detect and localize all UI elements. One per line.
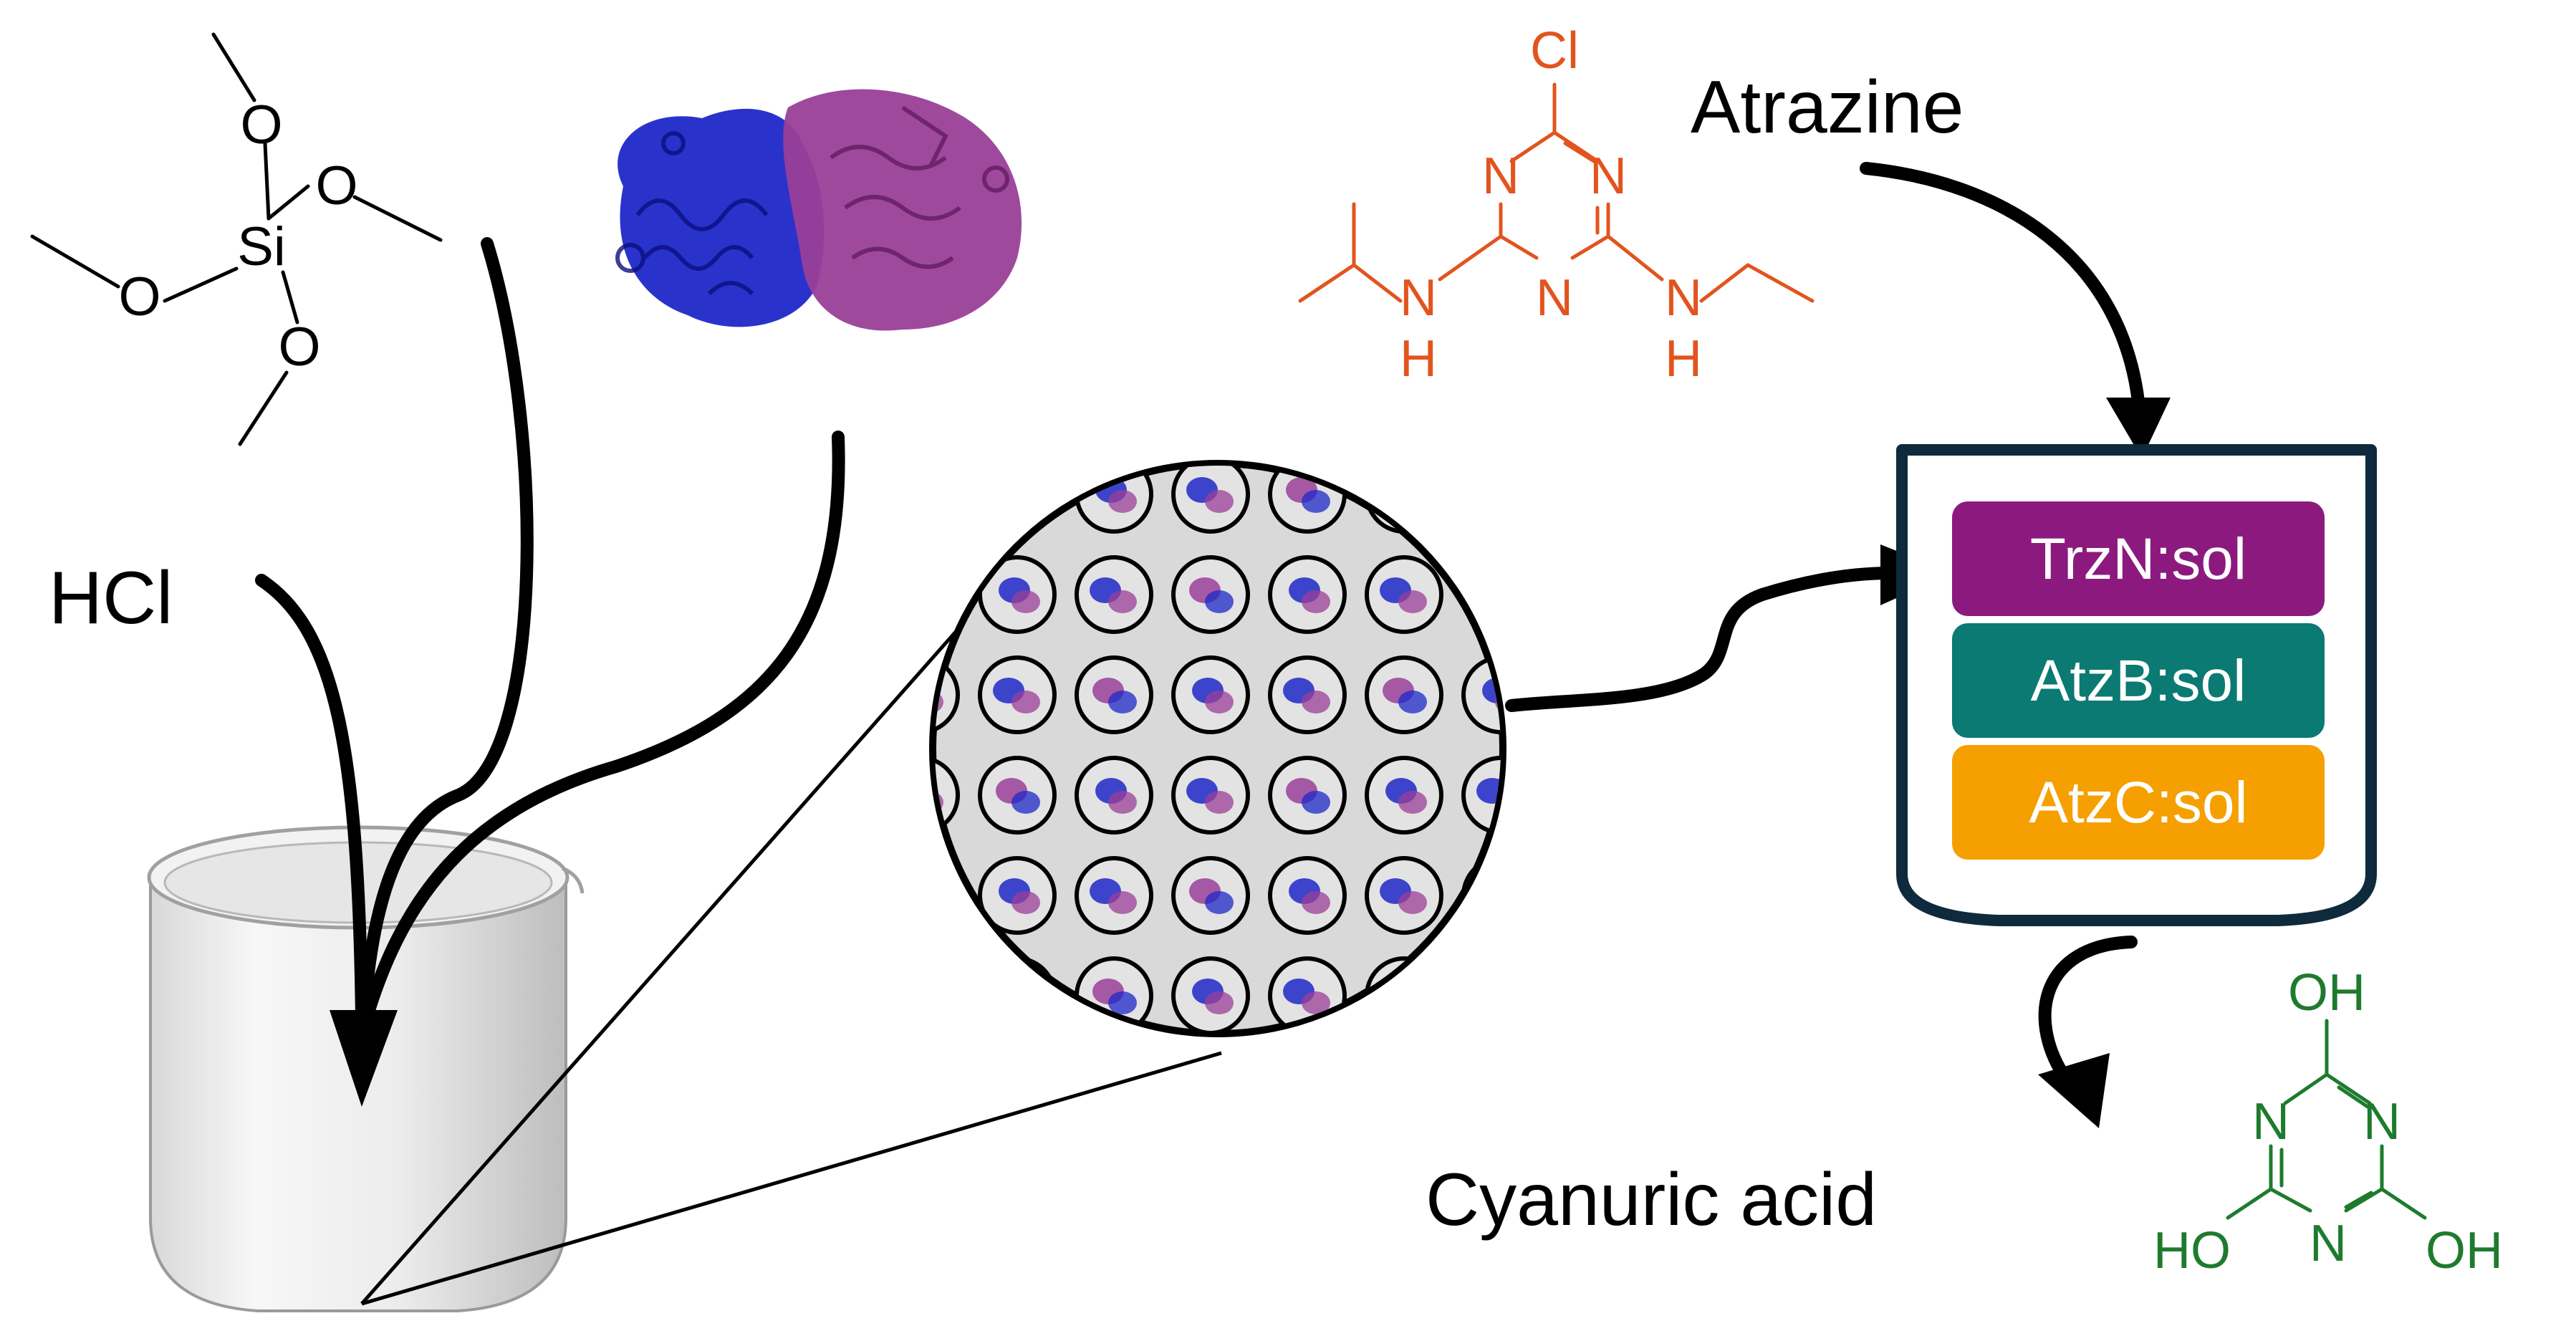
- enzyme-box-atzb: [1952, 623, 2325, 738]
- atrazine-atom-n-left: N: [1482, 148, 1519, 205]
- magnified-sol-gel: [929, 460, 1506, 1037]
- sol-gel-bead: [1268, 756, 1347, 835]
- sol-gel-bead: [978, 655, 1057, 734]
- tmos-atom-o-top: O: [240, 95, 282, 155]
- beaker-arrowhead: [330, 1010, 398, 1107]
- cyanuric-acid-molecule: [2226, 1019, 2427, 1220]
- sol-gel-bead: [1171, 466, 1250, 534]
- atrazine-atom-h-left: H: [1400, 330, 1437, 388]
- enzyme-label-atzc: AtzC:sol: [2029, 770, 2247, 835]
- sol-gel-bead: [1461, 466, 1501, 534]
- outlet-arrowhead: [2038, 1053, 2110, 1128]
- sol-gel-bead: [1171, 856, 1250, 935]
- atrazine-atoms: Cl N N N N H N H: [1400, 22, 1702, 388]
- enzyme-box-atzc: [1952, 745, 2325, 860]
- atrazine-arrow: [1860, 162, 2145, 408]
- tmos-atom-o-bottom: O: [278, 317, 320, 378]
- sol-gel-bead: [978, 756, 1057, 835]
- atrazine-label: Atrazine: [1691, 66, 1964, 149]
- cyanuric-atom-n-bottom: N: [2310, 1215, 2347, 1272]
- sol-gel-bead: [1075, 756, 1153, 835]
- tmos-atom-o-right: O: [315, 155, 357, 216]
- enzyme-label-trzn: TrzN:sol: [2030, 527, 2246, 592]
- protein-structure: [615, 89, 1022, 331]
- sol-gel-bead: [978, 956, 1057, 1032]
- cyanuric-atoms: OH N N N HO OH: [2153, 964, 2503, 1279]
- sol-gel-bead: [935, 466, 960, 534]
- sol-gel-bead: [1171, 956, 1250, 1032]
- magnifier-lines: [360, 593, 1222, 1306]
- sol-gel-bead: [978, 856, 1057, 935]
- atrazine-arrowhead: [2106, 398, 2171, 458]
- cyanuric-atom-oh-top: OH: [2288, 964, 2365, 1022]
- hcl-arrow: [255, 574, 368, 1024]
- enzyme-cartridges: TrzN:sol AtzB:sol AtzC:sol: [1952, 501, 2325, 860]
- sol-gel-bead: [1171, 555, 1250, 634]
- input-arrows: [255, 237, 845, 1024]
- sol-gel-bead: [1365, 555, 1443, 634]
- cyanuric-atom-oh-right: OH: [2426, 1222, 2503, 1279]
- tmos-molecule: [30, 32, 443, 446]
- sol-gel-bead: [1461, 956, 1501, 1032]
- atrazine-atom-n-right: N: [1590, 148, 1627, 205]
- enzyme-box-trzn: [1952, 501, 2325, 616]
- sol-gel-bead: [978, 555, 1057, 634]
- cyanuric-atom-n-left: N: [2252, 1093, 2289, 1150]
- sol-gel-bead: [1268, 856, 1347, 935]
- sol-gel-bead: [1075, 555, 1153, 634]
- hcl-label: HCl: [49, 557, 173, 640]
- atrazine-atom-cl: Cl: [1530, 22, 1579, 80]
- tmos-arrow: [357, 237, 534, 1024]
- sol-gel-bead: [1075, 856, 1153, 935]
- sol-gel-bead: [1268, 555, 1347, 634]
- enzyme-label-atzb: AtzB:sol: [2031, 648, 2246, 713]
- sol-gel-bead: [1365, 466, 1443, 534]
- protein-arrow: [360, 431, 845, 1024]
- atrazine-atom-n-bottom: N: [1536, 269, 1573, 327]
- atrazine-molecule: [1298, 82, 1815, 303]
- sol-gel-bead: [1075, 655, 1153, 734]
- reactor-outlet-arrow: [2038, 936, 2138, 1081]
- atrazine-atom-h-right: H: [1665, 330, 1702, 388]
- cyanuric-atom-n-right: N: [2363, 1093, 2400, 1150]
- sol-gel-bead: [935, 756, 960, 835]
- tmos-atom-si: Si: [237, 216, 286, 277]
- sol-gel-bead: [1365, 856, 1443, 935]
- sol-gel-bead: [1365, 655, 1443, 734]
- sol-gel-bead: [1171, 756, 1250, 835]
- sol-gel-bead: [1365, 956, 1443, 1032]
- sol-gel-bead: [935, 655, 960, 734]
- tmos-atoms: O Si O O O: [118, 95, 357, 378]
- sol-gel-bead: [935, 856, 960, 935]
- atrazine-atom-n-nh-left: N: [1400, 269, 1437, 327]
- atrazine-atom-n-nh-right: N: [1665, 269, 1702, 327]
- sol-gel-bead: [1171, 655, 1250, 734]
- sol-to-reactor-arrow: [1505, 567, 1898, 712]
- sol-gel-bead: [935, 555, 960, 634]
- cyanuric-acid-label: Cyanuric acid: [1426, 1158, 1877, 1241]
- sol-gel-bead: [1268, 655, 1347, 734]
- sol-gel-bead: [935, 956, 960, 1032]
- tmos-atom-o-left: O: [118, 266, 160, 327]
- sol-gel-bead: [1365, 756, 1443, 835]
- cyanuric-atom-ho-left: HO: [2153, 1222, 2231, 1279]
